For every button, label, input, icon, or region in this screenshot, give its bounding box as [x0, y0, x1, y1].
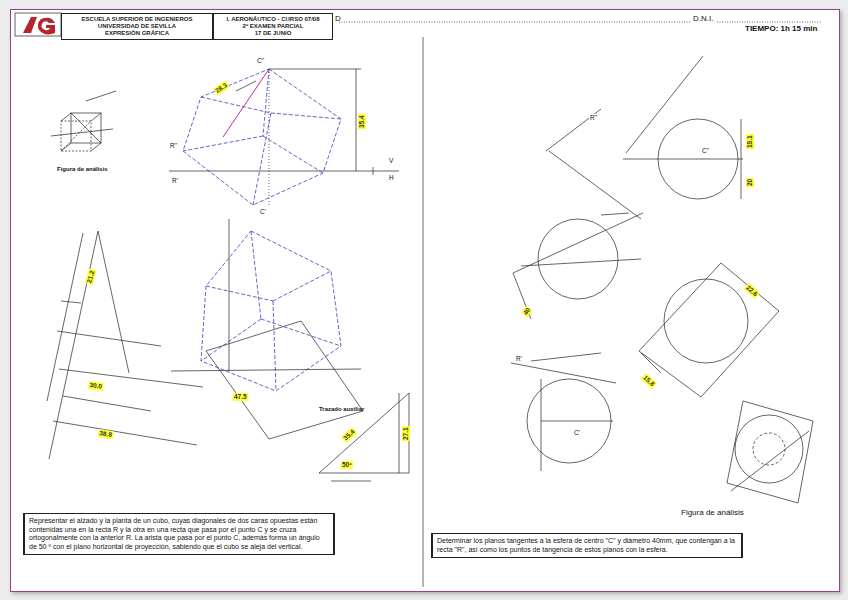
point-label: R'	[171, 177, 179, 185]
node-text: I. AERONÁUTICO - CURSO 07/08	[217, 16, 329, 23]
dimension-value: 19.1	[746, 134, 754, 149]
point-label: R''	[589, 114, 598, 122]
header-field: D.N.I.	[693, 15, 713, 23]
node-text: Representar el alzado y la planta de un …	[29, 517, 329, 551]
dimension-value: 28.3	[213, 81, 230, 96]
point-label: C''	[256, 57, 265, 65]
node-text: 2º EXAMEN PARCIAL	[217, 23, 329, 30]
problem-statement: Determinar los planos tangentes a la esf…	[431, 533, 743, 558]
dimension-value: 35.4	[358, 114, 366, 129]
course-box: I. AERONÁUTICO - CURSO 07/082º EXAMEN PA…	[213, 13, 333, 40]
dimension-value: 38.8	[98, 429, 114, 439]
dimension-value: 30.0	[88, 381, 104, 391]
node-text: EXPRESIÓN GRÁFICA	[65, 30, 209, 37]
point-label: V	[389, 157, 393, 165]
dimension-value: 50º	[341, 461, 353, 469]
school-box: ESCUELA SUPERIOR DE INGENIEROSUNIVERSIDA…	[61, 13, 213, 40]
point-label: C''	[701, 147, 710, 155]
exam-sheet: ESCUELA SUPERIOR DE INGENIEROSUNIVERSIDA…	[10, 9, 840, 592]
dimension-value: 27.1	[402, 426, 410, 441]
point-label: C'	[573, 429, 581, 437]
header-field: TIEMPO: 1h 15 min	[745, 25, 817, 33]
point-label: R'	[515, 355, 523, 363]
point-label: R''	[169, 142, 178, 150]
dimension-value: 47.5	[233, 393, 248, 401]
dimension-value: 15.8	[641, 373, 657, 389]
node-text: Determinar los planos tangentes a la esf…	[437, 537, 737, 554]
figure-caption: Figura de análisis	[57, 165, 108, 173]
dimension-value: 40	[521, 305, 533, 317]
figure-caption: Figura de análisis	[681, 509, 744, 517]
point-label: C'	[259, 208, 267, 216]
dimension-value: 22.6	[744, 283, 760, 299]
dimension-value: 21.2	[85, 269, 97, 285]
node-text: UNIVERSIDAD DE SEVILLA	[65, 23, 209, 30]
dimension-value: 20	[746, 178, 754, 187]
node-text: ESCUELA SUPERIOR DE INGENIEROS	[65, 16, 209, 23]
header-field: D	[335, 15, 341, 23]
problem-statement: Representar el alzado y la planta de un …	[23, 513, 335, 555]
node-text: 17 DE JUNIO	[217, 30, 329, 37]
point-label: H	[389, 174, 394, 182]
figure-caption: Trazado auxiliar	[319, 405, 364, 413]
dimension-value: 35.4	[341, 427, 357, 443]
